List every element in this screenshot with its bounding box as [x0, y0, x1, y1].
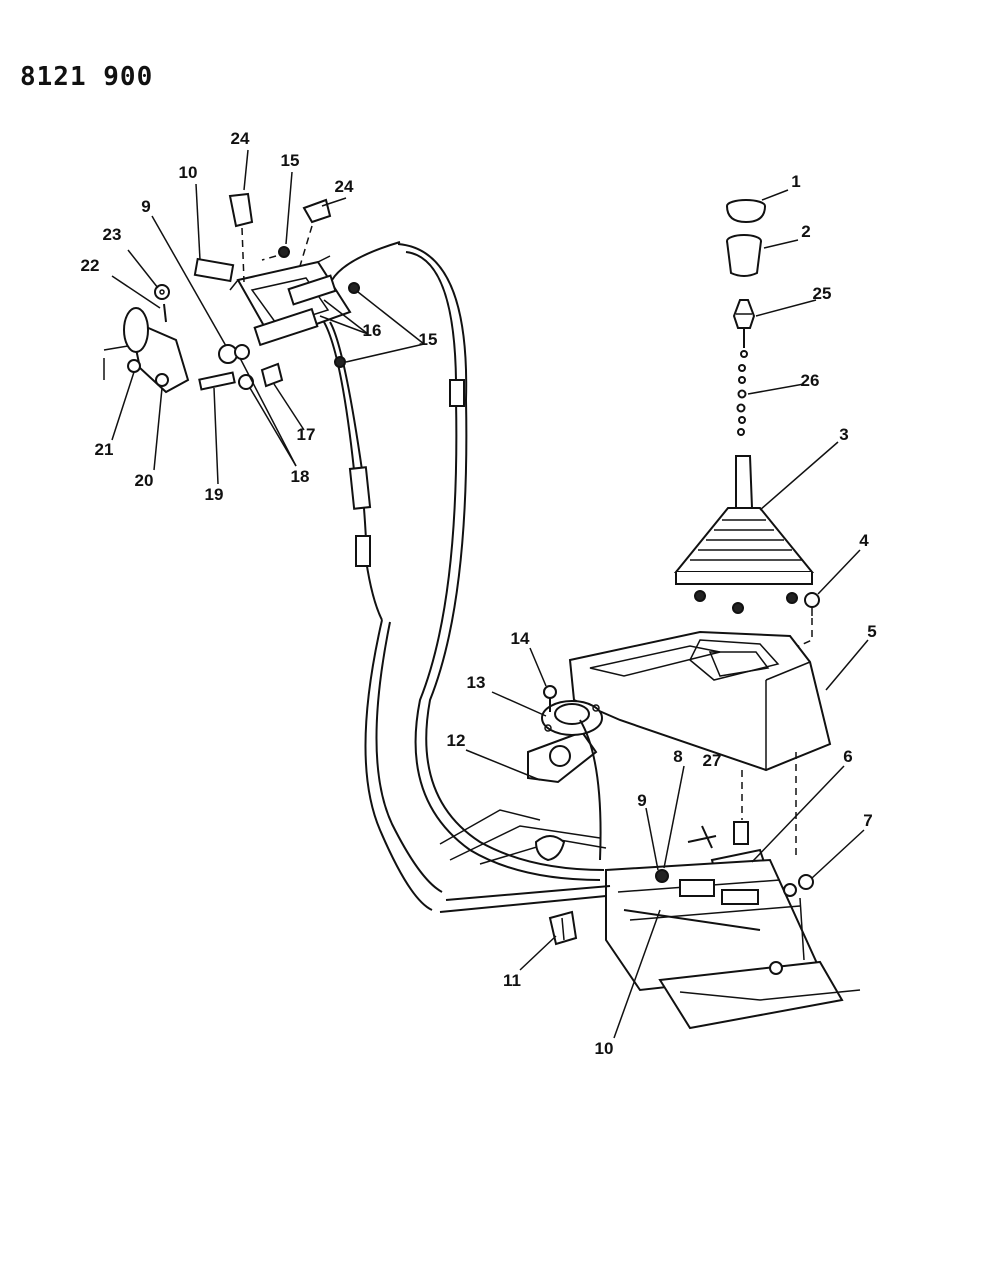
callout-label-15: 15	[419, 330, 438, 349]
callout-label-19: 19	[205, 485, 224, 504]
callout-label-4: 4	[859, 531, 869, 550]
callout-label-22: 22	[81, 256, 100, 275]
lever-stud	[163, 303, 167, 323]
callout-label-5: 5	[867, 622, 876, 641]
callout-label-24: 24	[231, 129, 250, 148]
callout-label-9: 9	[141, 197, 150, 216]
callout-label-1: 1	[791, 172, 800, 191]
callout-label-13: 13	[467, 673, 486, 692]
pivot-stud	[198, 371, 236, 391]
cable-clip	[548, 910, 578, 946]
callout-label-26: 26	[801, 371, 820, 390]
callout-label-9: 9	[637, 791, 646, 810]
base-nut	[798, 874, 814, 890]
shifter-nut	[655, 869, 669, 883]
callout-label-15: 15	[281, 151, 300, 170]
shift-knob-cap	[726, 199, 766, 224]
callout-label-12: 12	[447, 731, 466, 750]
cable-end-fitting	[253, 274, 337, 347]
callout-label-8: 8	[673, 747, 682, 766]
shift-knob-insert	[726, 234, 762, 277]
callout-label-6: 6	[843, 747, 852, 766]
center-console	[568, 630, 832, 772]
callout-label-10: 10	[595, 1039, 614, 1058]
boot-screw	[804, 592, 820, 616]
lever-nut	[155, 373, 169, 387]
plate-bolt	[543, 685, 557, 712]
callout-label-27: 27	[703, 751, 722, 770]
lever-washer	[154, 284, 170, 300]
cable-sleeve	[348, 379, 465, 567]
transmission-lever	[103, 307, 190, 394]
shift-arm-bar	[687, 835, 717, 843]
shift-rod-chain	[736, 328, 748, 436]
shift-boot	[673, 455, 815, 614]
callout-label-21: 21	[95, 440, 114, 459]
callout-label-3: 3	[839, 425, 848, 444]
callout-label-23: 23	[103, 225, 122, 244]
retainer-clip-top	[228, 192, 332, 228]
adjuster-rod	[193, 257, 235, 283]
shifter-base-plate	[605, 858, 844, 1030]
callout-label-18: 18	[291, 467, 310, 486]
callout-label-16: 16	[363, 321, 382, 340]
callout-label-17: 17	[297, 425, 316, 444]
shift-lever-knob	[732, 299, 756, 329]
floor-plate	[541, 700, 603, 736]
callout-label-7: 7	[863, 811, 872, 830]
callout-label-20: 20	[135, 471, 154, 490]
callout-label-2: 2	[801, 222, 810, 241]
bracket-bolts	[278, 246, 360, 368]
floor-seal	[527, 730, 598, 862]
lever-bushing	[127, 359, 141, 373]
callout-label-11: 11	[503, 971, 521, 990]
document-id: 8121 900	[20, 62, 154, 92]
callout-label-10: 10	[179, 163, 198, 182]
spring-clip	[260, 362, 284, 388]
shift-cable-outer	[319, 241, 611, 913]
leader-lines	[111, 149, 869, 1039]
callout-label-14: 14	[511, 629, 530, 648]
callout-label-25: 25	[813, 284, 832, 303]
callout-label-24: 24	[335, 177, 354, 196]
